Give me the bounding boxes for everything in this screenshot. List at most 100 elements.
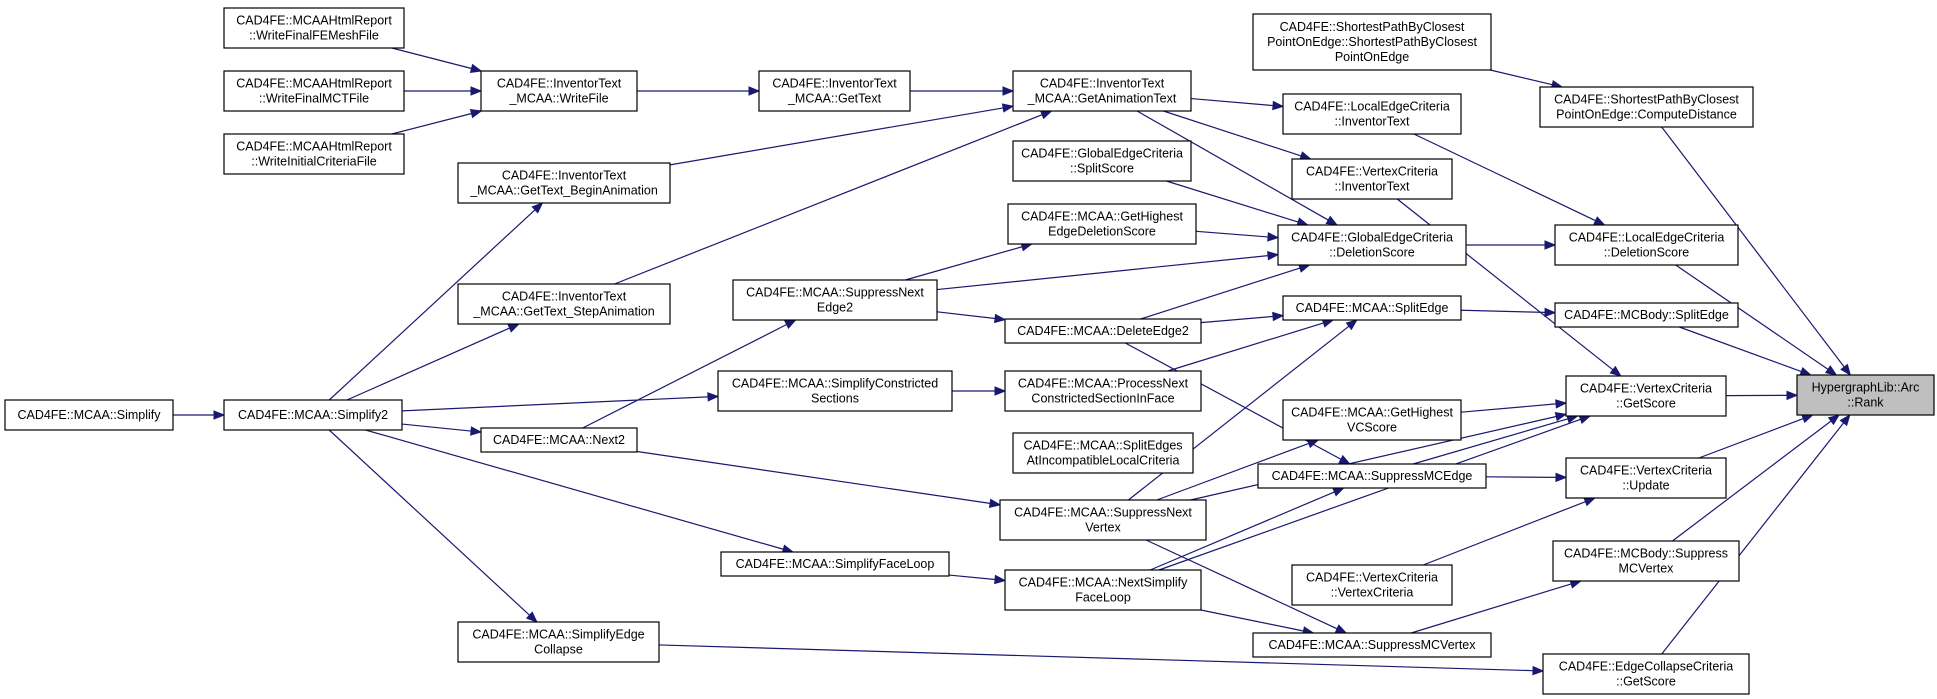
node-writefile[interactable]: CAD4FE::InventorText_MCAA::WriteFile (480, 70, 638, 112)
edge-writefile-to-gettext (637, 86, 761, 96)
edge-arrowhead (994, 386, 1007, 396)
node-label-line: CAD4FE::InventorText (772, 77, 897, 91)
node-deledge2[interactable]: CAD4FE::MCAA::DeleteEdge2 (1004, 318, 1202, 344)
node-simplify2[interactable]: CAD4FE::MCAA::Simplify2 (223, 399, 403, 431)
node-mcbsv[interactable]: CAD4FE::MCBody::SuppressMCVertex (1552, 540, 1740, 582)
edge-arrowhead (1272, 311, 1285, 322)
node-label-line: PointOnEdge::ShortestPathByClosest (1267, 35, 1477, 49)
edge-line (1675, 264, 1829, 370)
node-gettext[interactable]: CAD4FE::InventorText_MCAA::GetText (758, 70, 911, 112)
edge-simplify2-to-gtbegin (328, 202, 544, 401)
node-box (1291, 158, 1453, 200)
node-spctor[interactable]: CAD4FE::ShortestPathByClosestPointOnEdge… (1252, 13, 1492, 71)
node-leci[interactable]: CAD4FE::LocalEdgeCriteria::InventorText (1282, 93, 1462, 135)
node-vcgs[interactable]: CAD4FE::VertexCriteria::GetScore (1565, 375, 1727, 417)
node-smce[interactable]: CAD4FE::MCAA::SuppressMCEdge (1257, 463, 1487, 489)
edge-ecgs-to-rank (1661, 413, 1851, 655)
edge-line (948, 574, 996, 581)
node-label-line: CAD4FE::MCAA::SuppressMCEdge (1272, 469, 1473, 483)
node-wmct[interactable]: CAD4FE::MCAAHtmlReport::WriteFinalMCTFil… (223, 70, 405, 112)
edge-vcgs-to-rank (1725, 390, 1799, 401)
edge-arrowhead (1002, 86, 1015, 96)
node-box (223, 70, 405, 112)
node-next2[interactable]: CAD4FE::MCAA::Next2 (480, 427, 638, 453)
edge-vcu-to-rank (1698, 414, 1814, 459)
node-wicf[interactable]: CAD4FE::MCAAHtmlReport::WriteInitialCrit… (223, 133, 405, 175)
node-rank[interactable]: HypergraphLib::Arc::Rank (1796, 374, 1935, 416)
edge-gecds-to-lecds (1466, 240, 1557, 250)
node-box (4, 399, 174, 431)
edge-nsfl-to-smcv (1200, 609, 1315, 636)
node-box (1282, 93, 1462, 135)
node-gecds[interactable]: CAD4FE::GlobalEdgeCriteria::DeletionScor… (1277, 224, 1467, 266)
node-label-line: CAD4FE::MCAA::SimplifyEdge (472, 628, 644, 642)
edge-line (1698, 417, 1804, 459)
edge-arrowhead (1827, 414, 1841, 426)
edge-line (346, 327, 510, 401)
edge-lecds-to-rank (1675, 264, 1838, 376)
edge-arrowhead (1532, 665, 1545, 676)
node-simpcs[interactable]: CAD4FE::MCAA::SimplifyConstrictedSection… (717, 370, 953, 412)
edge-arrowhead (1345, 319, 1358, 331)
node-smcv[interactable]: CAD4FE::MCAA::SuppressMCVertex (1252, 632, 1492, 658)
node-wfem[interactable]: CAD4FE::MCAAHtmlReport::WriteFinalFEMesh… (223, 7, 405, 49)
node-spcd[interactable]: CAD4FE::ShortestPathByClosestPointOnEdge… (1539, 86, 1754, 128)
edge-arrowhead (507, 323, 521, 333)
node-lecds[interactable]: CAD4FE::LocalEdgeCriteria::DeletionScore (1554, 224, 1739, 266)
node-label-line: CAD4FE::MCAA::GetHighest (1021, 210, 1183, 224)
node-box (1282, 399, 1462, 441)
node-box (720, 551, 950, 577)
edge-arrowhead (1267, 232, 1280, 242)
edge-line (1163, 110, 1302, 157)
edge-line (1661, 126, 1845, 368)
edge-line (401, 396, 709, 412)
node-ecgs[interactable]: CAD4FE::EdgeCollapseCriteria::GetScore (1542, 653, 1750, 695)
node-pncs[interactable]: CAD4FE::MCAA::ProcessNextConstrictedSect… (1004, 370, 1202, 412)
edge-getanim-to-leci (1190, 97, 1285, 111)
node-box (480, 70, 638, 112)
node-label-line: CAD4FE::MCAAHtmlReport (236, 140, 392, 154)
node-gecss[interactable]: CAD4FE::GlobalEdgeCriteria::SplitScore (1012, 140, 1192, 182)
edge-line (1149, 491, 1335, 571)
node-label-line: CAD4FE::MCAA::NextSimplify (1019, 576, 1189, 590)
edge-ghed-to-gecds (1195, 230, 1280, 242)
node-vcvc[interactable]: CAD4FE::VertexCriteria::VertexCriteria (1291, 564, 1453, 606)
node-box (999, 499, 1207, 541)
edge-getanim-to-gecds (1136, 110, 1339, 226)
edge-snv-to-splitedge (1128, 319, 1358, 501)
edge-arrowhead (469, 63, 483, 73)
node-vci[interactable]: CAD4FE::VertexCriteria::InventorText (1291, 158, 1453, 200)
node-vcu[interactable]: CAD4FE::VertexCriteria::Update (1565, 457, 1727, 499)
node-ghed[interactable]: CAD4FE::MCAA::GetHighestEdgeDeletionScor… (1007, 203, 1197, 245)
edge-arrowhead (1801, 414, 1814, 424)
edge-arrowhead (1578, 415, 1592, 424)
edge-deledge2-to-splitedge (1200, 311, 1285, 324)
edge-mcbsv-to-rank (1672, 414, 1841, 542)
node-box (1257, 463, 1487, 489)
node-mcbse[interactable]: CAD4FE::MCBody::SplitEdge (1554, 302, 1739, 328)
node-getanim[interactable]: CAD4FE::InventorText_MCAA::GetAnimationT… (1012, 70, 1192, 112)
edge-arrowhead (470, 426, 483, 436)
edge-arrowhead (1839, 413, 1851, 427)
node-label-line: CAD4FE::MCAA::SimplifyConstricted (732, 377, 938, 391)
node-gtstep[interactable]: CAD4FE::InventorText_MCAA::GetText_StepA… (457, 283, 671, 325)
node-label-line: ::InventorText (1334, 180, 1410, 194)
edge-line (1412, 418, 1569, 465)
node-seilc[interactable]: CAD4FE::MCAA::SplitEdgesAtIncompatibleLo… (1012, 432, 1194, 474)
node-box (223, 399, 403, 431)
node-gtbegin[interactable]: CAD4FE::InventorText_MCAA::GetText_Begin… (457, 162, 671, 204)
edge-arrowhead (1544, 307, 1557, 318)
node-splitedge[interactable]: CAD4FE::MCAA::SplitEdge (1282, 295, 1462, 321)
node-simplify[interactable]: CAD4FE::MCAA::Simplify (4, 399, 174, 431)
edge-line (328, 209, 536, 401)
node-label-line: CAD4FE::InventorText (502, 169, 627, 183)
edge-arrowhead (213, 410, 226, 420)
edge-arrowhead (469, 109, 483, 119)
node-sfl[interactable]: CAD4FE::MCAA::SimplifyFaceLoop (720, 551, 950, 577)
